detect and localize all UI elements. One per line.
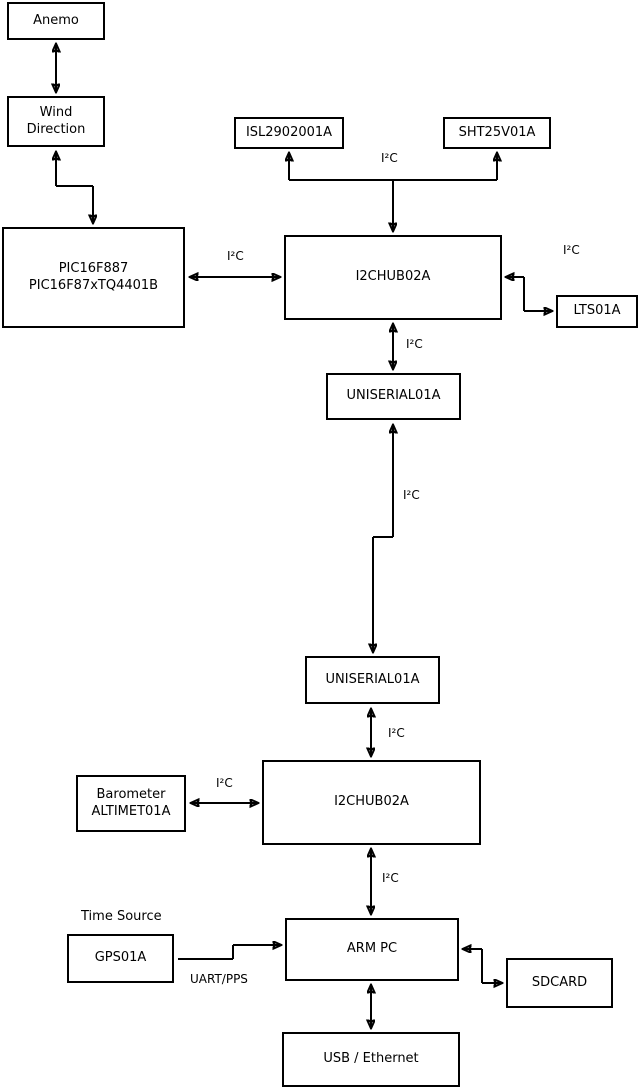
node-barometer-altimet01a[interactable]: Barometer ALTIMET01A	[76, 775, 186, 832]
node-uniserial01a-lower[interactable]: UNISERIAL01A	[305, 656, 440, 704]
node-i2chub02a-top-label: I2CHUB02A	[355, 269, 431, 285]
node-isl2902001a-label: ISL2902001A	[245, 124, 333, 140]
node-wind-direction[interactable]: Wind Direction	[7, 96, 105, 147]
node-uniserial01a-upper[interactable]: UNISERIAL01A	[326, 373, 461, 420]
connector-uniserial-uniserial	[373, 425, 393, 652]
node-usb-ethernet[interactable]: USB / Ethernet	[282, 1032, 460, 1087]
node-isl2902001a[interactable]: ISL2902001A	[234, 117, 344, 149]
node-gps01a-label: GPS01A	[94, 950, 147, 966]
connector-hub-lts	[506, 277, 552, 311]
node-anemo-label: Anemo	[33, 12, 79, 28]
connector-gps-armpc	[178, 945, 281, 960]
node-sdcard[interactable]: SDCARD	[506, 958, 613, 1008]
edge-label-uart-pps: UART/PPS	[190, 972, 248, 986]
node-sdcard-label: SDCARD	[531, 974, 588, 990]
node-i2chub02a-top[interactable]: I2CHUB02A	[284, 235, 502, 320]
node-arm-pc-label: ARM PC	[346, 941, 398, 957]
node-uniserial01a-upper-label: UNISERIAL01A	[346, 388, 441, 404]
node-usb-ethernet-label: USB / Ethernet	[323, 1051, 419, 1067]
node-sht25v01a-label: SHT25V01A	[458, 124, 536, 140]
node-arm-pc[interactable]: ARM PC	[285, 918, 459, 981]
node-gps01a[interactable]: GPS01A	[67, 934, 174, 983]
node-pic16f887-label: PIC16F887 PIC16F87xTQ4401B	[28, 261, 159, 293]
label-time-source: Time Source	[81, 909, 162, 924]
edge-label-i2c-hub-lts: I²C	[563, 243, 580, 257]
connector-hub-isl-sht	[289, 153, 497, 231]
connector-armpc-sdcard	[463, 949, 502, 983]
edge-label-i2c-barometer-hub2: I²C	[216, 776, 233, 790]
edge-label-i2c-uniserial-uniserial: I²C	[403, 488, 420, 502]
edge-label-i2c-uniserial-hub2: I²C	[388, 726, 405, 740]
edge-label-i2c-hub2-armpc: I²C	[382, 871, 399, 885]
node-barometer-altimet01a-label: Barometer ALTIMET01A	[91, 787, 171, 819]
edge-label-i2c-hub-uniserial: I²C	[406, 337, 423, 351]
node-uniserial01a-lower-label: UNISERIAL01A	[325, 671, 420, 687]
node-i2chub02a-bottom[interactable]: I2CHUB02A	[262, 760, 481, 845]
edge-label-i2c-isl-sht: I²C	[381, 151, 398, 165]
node-sht25v01a[interactable]: SHT25V01A	[443, 117, 551, 149]
node-lts01a[interactable]: LTS01A	[556, 295, 638, 328]
connector-pic-wind-up	[56, 152, 93, 187]
node-pic16f887[interactable]: PIC16F887 PIC16F87xTQ4401B	[2, 227, 185, 328]
node-lts01a-label: LTS01A	[573, 303, 621, 319]
node-anemo[interactable]: Anemo	[7, 2, 105, 40]
node-wind-direction-label: Wind Direction	[26, 105, 86, 137]
edge-label-i2c-pic-hub: I²C	[227, 249, 244, 263]
node-i2chub02a-bottom-label: I2CHUB02A	[334, 794, 409, 810]
